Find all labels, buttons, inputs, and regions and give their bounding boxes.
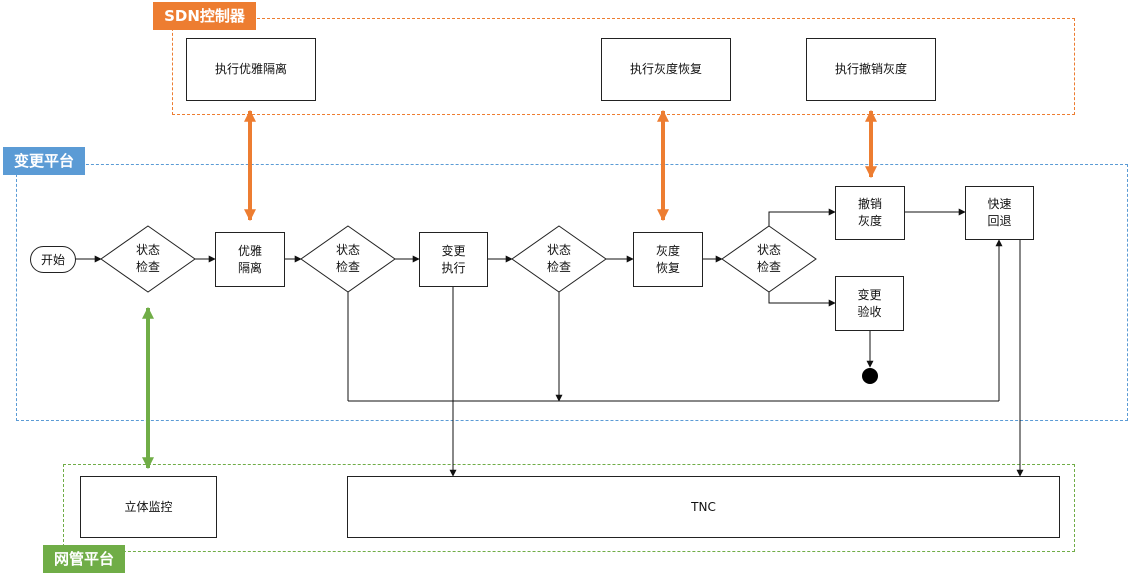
gray-recovery-node: 灰度 恢复: [633, 232, 703, 287]
status-check-1-label: 状态 检查: [135, 243, 160, 274]
change-acceptance-node: 变更 验收: [835, 276, 904, 331]
start-node: 开始: [30, 246, 76, 273]
graceful-isolation-node: 优雅 隔离: [215, 232, 285, 287]
decision-diamond-1: [100, 225, 196, 293]
status-check-4-label: 状态 检查: [756, 243, 781, 274]
status-check-3-label: 状态 检查: [546, 243, 571, 274]
arrow-check4-accept: [768, 292, 836, 307]
execute-graceful-isolation-box: 执行优雅隔离: [186, 38, 316, 101]
sdn-controller-region: [172, 18, 1075, 115]
change-platform-label: 变更平台: [3, 147, 85, 175]
change-platform-region: [16, 164, 1128, 421]
network-management-region: [63, 464, 1075, 552]
execute-undo-gray-box: 执行撤销灰度: [806, 38, 936, 101]
stereo-monitoring-box: 立体监控: [80, 476, 217, 538]
network-management-label: 网管平台: [43, 545, 125, 573]
quick-rollback-node: 快速 回退: [965, 186, 1034, 240]
execute-gray-recovery-box: 执行灰度恢复: [601, 38, 731, 101]
status-check-2-label: 状态 检查: [335, 243, 360, 274]
arrow-check4-undo: [768, 208, 836, 226]
change-execute-node: 变更 执行: [419, 232, 488, 287]
sdn-controller-label: SDN控制器: [153, 2, 256, 30]
tnc-box: TNC: [347, 476, 1060, 538]
undo-gray-node: 撤销 灰度: [835, 186, 905, 240]
end-node: [862, 368, 878, 384]
